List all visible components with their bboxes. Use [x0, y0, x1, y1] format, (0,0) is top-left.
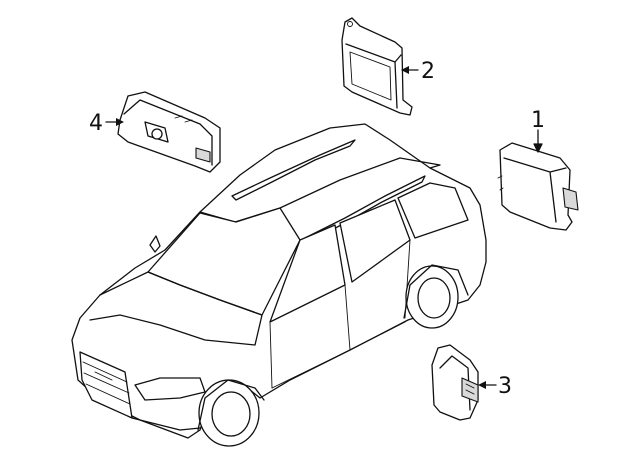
part-4-lens [151, 128, 163, 140]
door-line-front [269, 321, 273, 389]
part-1-tab [497, 175, 504, 191]
arrow-1-head [533, 143, 543, 153]
front-grille [79, 351, 133, 419]
front-bumper [131, 417, 201, 431]
arrow-2-head [401, 66, 409, 74]
part-4-top-edge [123, 99, 213, 166]
part-4-module [117, 91, 221, 173]
front-wheel-rim [211, 391, 251, 437]
grille-bar-2 [83, 372, 130, 394]
roof-rail-front [231, 139, 356, 201]
headlight [134, 377, 206, 401]
part-1-connector [562, 187, 579, 211]
part-1-module [497, 142, 579, 231]
part-1-face [503, 157, 567, 223]
part-2-mount-hole [347, 21, 353, 27]
arrow-4-head [116, 118, 124, 126]
part-2-module [341, 17, 413, 116]
front-wheel-arch [197, 379, 265, 431]
grille-bar-3 [85, 383, 131, 405]
arrow-3-head [478, 381, 486, 389]
side-mirror [149, 235, 161, 253]
vehicle-illustration [71, 123, 487, 447]
callout-4: 4 [89, 111, 103, 136]
part-2-housing [341, 17, 413, 116]
callout-3: 3 [498, 374, 512, 399]
rear-wheel-rim [417, 277, 451, 319]
part-3-module [431, 344, 479, 421]
part-4-housing [117, 91, 221, 173]
part-2-inner [349, 51, 392, 101]
part-3-pins [465, 383, 475, 395]
part-1-housing [499, 142, 573, 231]
part-4-connector [195, 147, 211, 163]
rear-wheel-arch [403, 264, 469, 319]
callout-1: 1 [531, 108, 545, 133]
grille-bar-1 [82, 361, 128, 383]
part-4-lens-mount [144, 121, 169, 143]
grille-emblem [94, 371, 113, 381]
part-4-side-tab [174, 115, 193, 123]
side-window-rear [397, 182, 469, 239]
part-2-face [345, 43, 402, 109]
door-line-middle [344, 284, 351, 351]
callout-2: 2 [421, 59, 435, 84]
sill-line [271, 321, 406, 389]
hood [89, 271, 263, 346]
